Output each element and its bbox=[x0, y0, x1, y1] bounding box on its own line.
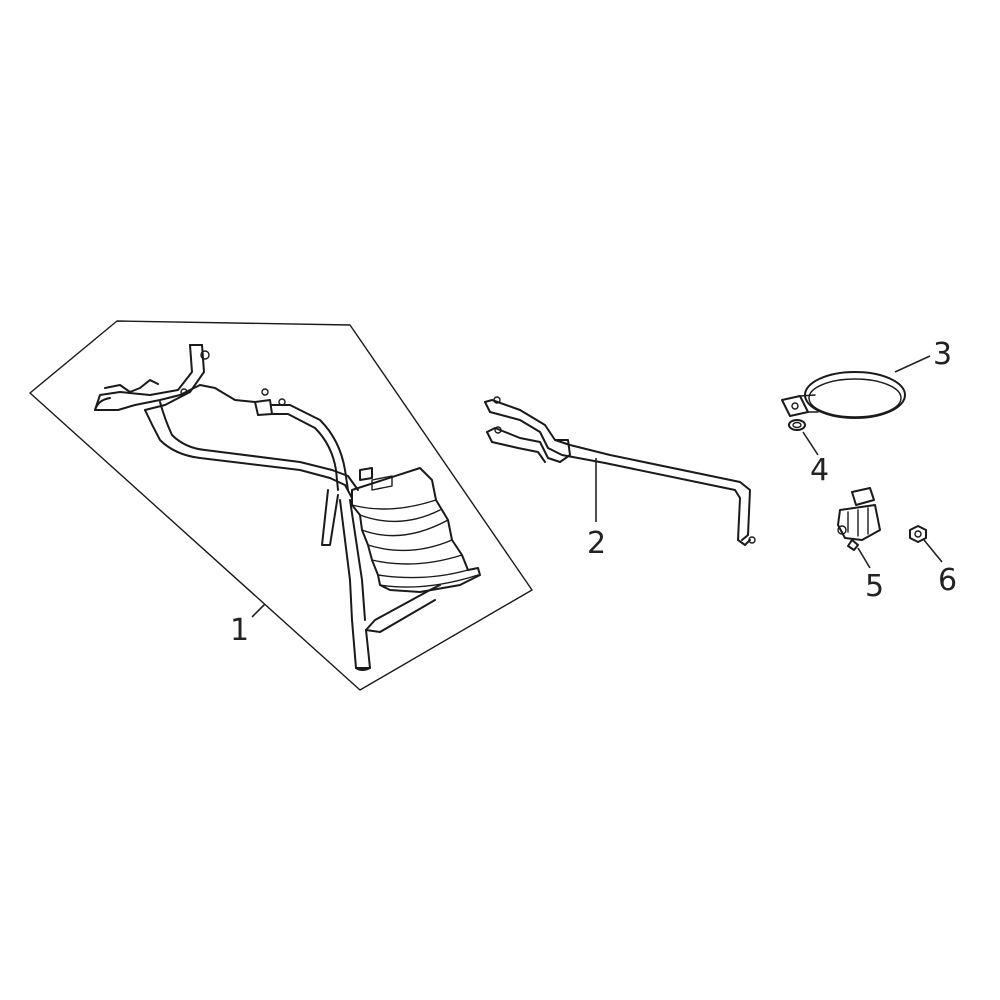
leader-3 bbox=[894, 355, 931, 373]
solenoid-valve[interactable] bbox=[837, 487, 881, 551]
leader-5 bbox=[857, 547, 871, 569]
leader-lines bbox=[251, 355, 943, 618]
charcoal-canister[interactable] bbox=[351, 467, 481, 593]
hose-assembly-2[interactable] bbox=[484, 396, 756, 546]
assembly-1-boundary bbox=[29, 320, 533, 691]
callout-4: 4 bbox=[810, 453, 829, 488]
leader-4 bbox=[802, 431, 819, 456]
bolt[interactable] bbox=[788, 419, 806, 431]
callout-3: 3 bbox=[933, 337, 952, 372]
leader-6 bbox=[923, 539, 943, 563]
nut[interactable] bbox=[909, 525, 927, 543]
callout-5: 5 bbox=[865, 569, 884, 604]
clamp-band[interactable] bbox=[781, 371, 906, 419]
leader-1 bbox=[251, 603, 266, 618]
hose-assembly-1[interactable] bbox=[94, 344, 441, 671]
callout-2: 2 bbox=[587, 526, 606, 561]
callout-6: 6 bbox=[938, 563, 957, 598]
callout-1: 1 bbox=[230, 613, 249, 648]
